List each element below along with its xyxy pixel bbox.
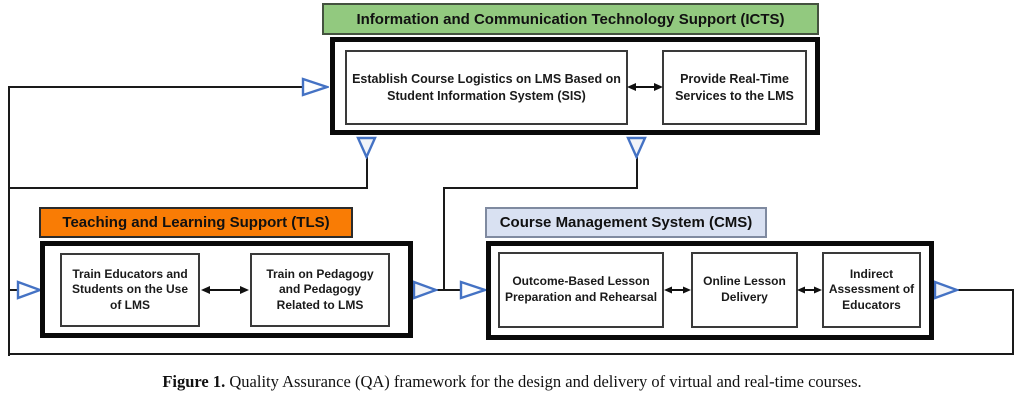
arrow-into-cms-icon (459, 280, 487, 300)
arrow-icts-down-left-icon (356, 136, 377, 159)
bottom-feedback-line (8, 353, 1014, 355)
icts-header: Information and Communication Technology… (322, 3, 819, 35)
cms-box-online-lesson-delivery: Online Lesson Delivery (691, 252, 798, 328)
figure-caption-text: Quality Assurance (QA) framework for the… (225, 372, 862, 391)
icts-box-establish-course-logistics: Establish Course Logistics on LMS Based … (345, 50, 628, 125)
figure-caption-label: Figure 1. (162, 372, 226, 391)
tls-header: Teaching and Learning Support (TLS) (39, 207, 353, 238)
cms-header: Course Management System (CMS) (485, 207, 767, 238)
double-arrow-icon (201, 286, 249, 294)
arrow-into-tls-icon (16, 280, 42, 300)
tls-box-train-educators: Train Educators and Students on the Use … (60, 253, 200, 327)
line-icts-to-left-rail (8, 187, 368, 189)
figure-caption: Figure 1. Quality Assurance (QA) framewo… (0, 372, 1024, 392)
line-icts-left-drop (366, 157, 368, 188)
line-into-icts (8, 86, 304, 88)
cms-box-indirect-assessment: Indirect Assessment of Educators (822, 252, 921, 328)
arrow-into-icts-icon (301, 77, 329, 97)
arrow-out-of-cms-icon (933, 280, 959, 300)
arrow-out-of-tls-icon (412, 280, 438, 300)
right-rail-line (1012, 289, 1014, 355)
double-arrow-icon (797, 286, 822, 294)
tls-box-train-pedagogy: Train on Pedagogy and Pedagogy Related t… (250, 253, 390, 327)
line-out-of-cms (956, 289, 1014, 291)
icts-box-provide-realtime-services: Provide Real-Time Services to the LMS (662, 50, 807, 125)
line-tls-to-cms (434, 289, 462, 291)
cms-box-outcome-based-lesson: Outcome-Based Lesson Preparation and Reh… (498, 252, 664, 328)
left-rail-line (8, 86, 10, 356)
line-icts-to-cms-horizontal (443, 187, 638, 189)
line-icts-right-drop (636, 157, 638, 188)
double-arrow-icon (627, 83, 663, 91)
double-arrow-icon (664, 286, 691, 294)
line-down-to-cms (443, 187, 445, 291)
line-into-tls (8, 289, 20, 291)
arrow-icts-down-right-icon (626, 136, 647, 159)
